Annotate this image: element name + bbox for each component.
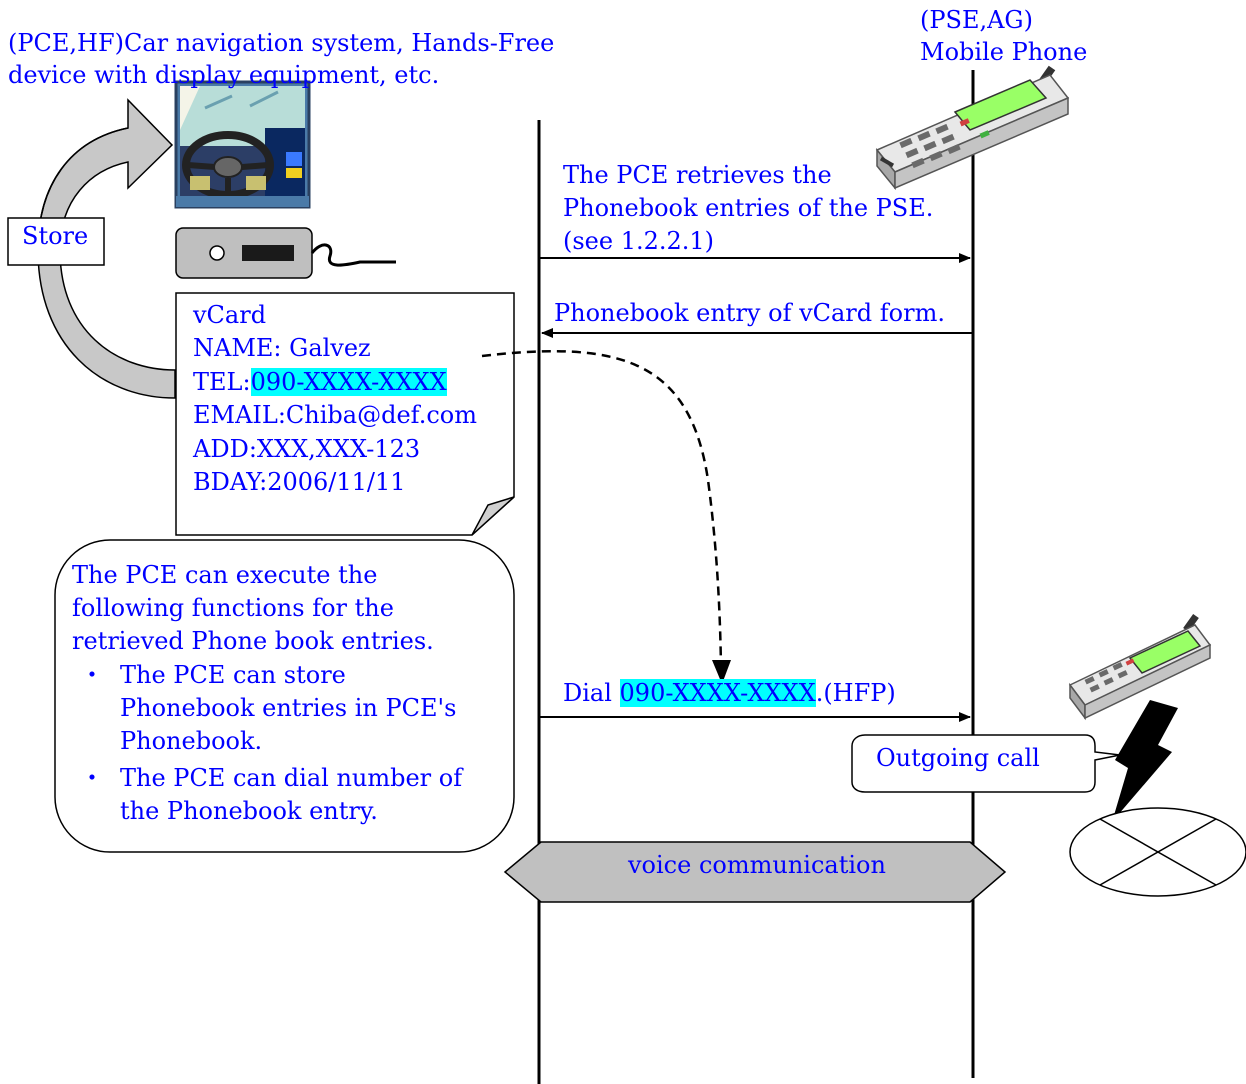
pse-label-line2: Mobile Phone	[920, 38, 1088, 66]
mobile-phone-small-icon	[1068, 613, 1212, 721]
vcard-tel-prefix: TEL:	[193, 368, 251, 396]
functions-intro-line1: The PCE can execute the	[72, 561, 378, 589]
voice-communication-band	[503, 841, 1007, 903]
pse-label-line1: (PSE,AG)	[920, 6, 1033, 34]
pce-label-line1: (PCE,HF)Car navigation system, Hands-Fre…	[8, 29, 555, 57]
vcard-address: ADD:XXX,XXX-123	[193, 435, 421, 463]
dial-prefix: Dial	[563, 679, 620, 707]
base-station-circle-icon	[1069, 807, 1246, 897]
functions-box	[54, 539, 515, 853]
vcard-entry-message: Phonebook entry of vCard form.	[554, 299, 945, 327]
functions-intro-line3: retrieved Phone book entries.	[72, 627, 434, 655]
function-item-store-line1: The PCE can store	[120, 661, 346, 689]
retrieve-message-line2: Phonebook entries of the PSE.	[563, 194, 934, 222]
vcard-tel: TEL:090-XXXX-XXXX	[193, 366, 447, 399]
retrieve-message-line1: The PCE retrieves the	[563, 161, 832, 189]
lightning-bolt-icon	[1112, 700, 1178, 822]
dial-message: Dial 090-XXXX-XXXX.(HFP)	[563, 677, 896, 709]
outgoing-call-bubble	[851, 734, 1121, 793]
dial-number: 090-XXXX-XXXX	[619, 679, 816, 707]
mobile-phone-icon	[875, 65, 1070, 191]
voice-communication-label: voice communication	[628, 851, 886, 879]
function-item-store-line3: Phonebook.	[120, 727, 263, 755]
pce-label-line2: device with display equipment, etc.	[8, 61, 440, 89]
vcard-note-fold	[471, 496, 515, 536]
vcard-email: EMAIL:Chiba@def.com	[193, 401, 477, 429]
function-item-store-line2: Phonebook entries in PCE's	[120, 694, 457, 722]
dial-suffix: .(HFP)	[815, 679, 896, 707]
store-label: Store	[22, 222, 89, 250]
retrieve-message-line3: (see 1.2.2.1)	[563, 227, 715, 255]
dashed-arrowhead	[712, 660, 731, 684]
outgoing-call-label: Outgoing call	[876, 744, 1040, 772]
function-item-dial-line2: the Phonebook entry.	[120, 797, 378, 825]
vcard-name: NAME: Galvez	[193, 334, 371, 362]
function-item-dial-line1: The PCE can dial number of	[120, 764, 463, 792]
vcard-tel-number: 090-XXXX-XXXX	[250, 368, 447, 396]
store-box	[7, 217, 105, 266]
car-navigation-icon	[174, 80, 311, 209]
bullet-mark: ・	[80, 661, 104, 689]
vcard-birthday: BDAY:2006/11/11	[193, 468, 406, 496]
vcard-title: vCard	[193, 301, 267, 329]
functions-intro-line2: following functions for the	[72, 594, 394, 622]
tel-to-dial-dashed-arrow	[481, 350, 723, 669]
bullet-mark: ・	[80, 764, 104, 792]
hands-free-device-icon	[175, 227, 396, 279]
